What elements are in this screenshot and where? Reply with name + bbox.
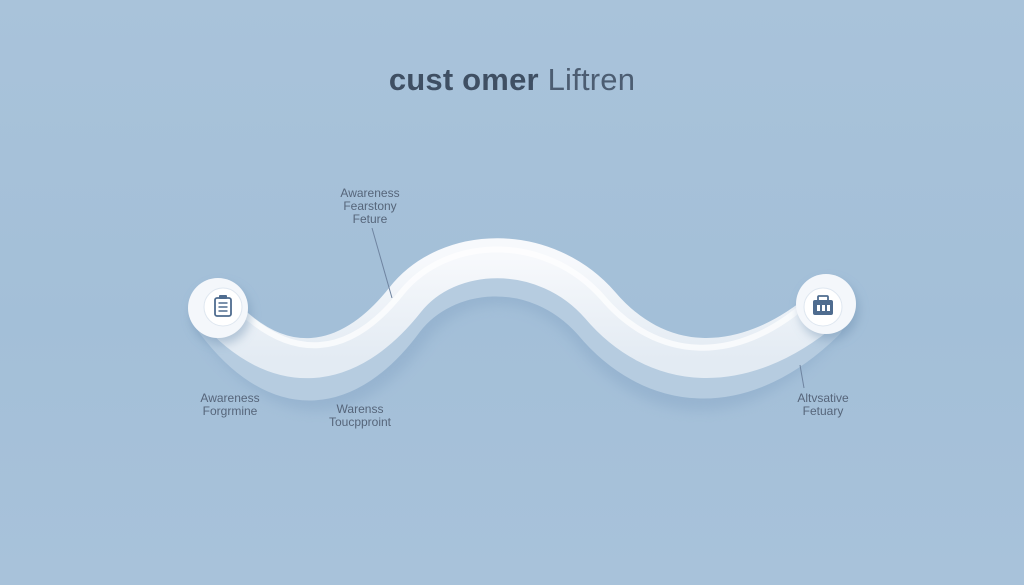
- annotation-line: Awareness: [340, 186, 400, 200]
- annotation-line: Forgrmine: [202, 404, 258, 418]
- title-part1: cust omer: [388, 62, 539, 97]
- annotation-line: Fearstony: [343, 199, 397, 213]
- annotation-line: Altvsative: [797, 391, 849, 405]
- annotation-line: Feture: [352, 212, 388, 226]
- annotation-connector: [371, 227, 393, 299]
- journey-path: [195, 238, 845, 379]
- annotation-line: Toucpproint: [328, 415, 392, 429]
- title-part2: Liftren: [547, 62, 636, 97]
- annotation-line: Awareness: [200, 391, 260, 405]
- page-title: cust omer Liftren: [0, 62, 1024, 98]
- node-start[interactable]: [188, 278, 248, 338]
- annotation-middle: Warenss Toucpproint: [310, 403, 410, 429]
- annotation-top: Awareness Fearstony Feture: [320, 187, 420, 226]
- annotation-left: Awareness Forgrmine: [180, 392, 280, 418]
- annotation-line: Fetuary: [802, 404, 844, 418]
- annotation-connector: [799, 364, 805, 389]
- briefcase-icon: [813, 295, 833, 315]
- path-highlight: [227, 246, 813, 351]
- annotation-right: Altvsative Fetuary: [773, 392, 873, 418]
- annotation-line: Warenss: [336, 402, 384, 416]
- document-icon: [214, 295, 232, 317]
